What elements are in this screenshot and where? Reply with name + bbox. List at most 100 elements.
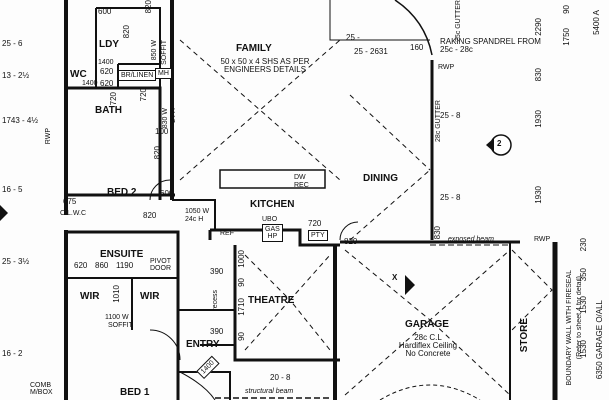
dim-1400b: 1400 xyxy=(98,59,114,66)
wall-kitchen xyxy=(210,228,340,247)
dim-830w: 830 W xyxy=(162,108,169,129)
room-bed1: BED 1 xyxy=(120,387,150,398)
note-shs: 50 x 50 x 4 SHS AS PER ENGINEERS DETAILS xyxy=(220,57,310,74)
dim-390b: 390 xyxy=(210,327,224,336)
right-830: 830 xyxy=(534,68,543,82)
family-bed2-divider xyxy=(172,199,216,230)
note-gutter-25c: 25c GUTTER xyxy=(455,0,462,43)
dim-1710: 1710 xyxy=(237,298,246,316)
room-ensuite: ENSUITE xyxy=(100,249,144,260)
note-structural-beam: structural beam xyxy=(245,388,294,395)
left-edge-marker xyxy=(0,205,8,221)
note-gutter-28c: 28c GUTTER xyxy=(435,100,442,143)
fixture-pivot-door: PIVOT DOOR xyxy=(150,258,172,272)
dim-1010: 1010 xyxy=(112,285,121,303)
note-exposed-beam: exposed beam xyxy=(448,236,494,243)
bed1-arc xyxy=(179,371,216,400)
dim-390a: 390 xyxy=(210,267,224,276)
fixture-manhole: MH xyxy=(155,68,172,79)
section-marker-arrow xyxy=(486,138,494,152)
room-dining: DINING xyxy=(363,173,398,184)
dim-820b: 820 xyxy=(122,25,131,39)
room-bath: BATH xyxy=(95,105,123,116)
right-90: 90 xyxy=(562,5,571,14)
room-family: FAMILY xyxy=(236,43,272,54)
right-1530a: 1530 xyxy=(579,296,588,314)
x-mark: X xyxy=(392,273,398,282)
rwp-1: RWP xyxy=(438,64,455,71)
dim-soffit-1: SOFFIT xyxy=(161,40,168,65)
room-theatre: THEATRE xyxy=(248,295,295,306)
note-garage-ceiling: 28c C.L Hardiflex Ceiling No Concrete xyxy=(398,333,458,358)
dim-620a: 620 xyxy=(100,67,114,76)
room-wir-2: WIR xyxy=(140,291,160,302)
dim-600a: 600 xyxy=(98,7,112,16)
dim-90b: 90 xyxy=(237,332,246,341)
room-wir-1: WIR xyxy=(80,291,100,302)
door-swing-bed2 xyxy=(149,179,171,201)
wall-ldy-top xyxy=(95,7,161,90)
fixture-clwc: C.L.W.C xyxy=(60,210,87,217)
dim-1400a: 1400 xyxy=(82,80,98,87)
rwp-2: RWP xyxy=(534,236,551,243)
dim-25a: 25 - xyxy=(346,33,360,42)
fixture-gas-hp: GAS HP xyxy=(262,224,283,242)
garage-door-arc xyxy=(379,384,481,400)
right-1750: 1750 xyxy=(562,28,571,46)
room-entry: ENTRY xyxy=(186,339,220,350)
dim-100: 100 xyxy=(155,127,169,136)
right-1530b: 1530 xyxy=(579,340,588,358)
dim-830c: 830 xyxy=(433,226,442,240)
wall-wir xyxy=(66,277,178,330)
dim-820d: 820 xyxy=(143,211,157,220)
fixture-rec: REC xyxy=(294,182,309,189)
dim-13-2: 13 - 2½ xyxy=(2,71,30,80)
dim-720b: 720 xyxy=(109,92,118,106)
dining-ceiling-diagonals xyxy=(349,94,431,241)
fixture-recess: recess xyxy=(212,290,219,311)
right-6350: 6350 GARAGE O/ALL xyxy=(595,300,604,380)
dim-1743: 1743 - 4½ xyxy=(2,116,39,125)
dim-90a: 90 xyxy=(237,278,246,287)
triangle-marker xyxy=(405,275,415,295)
dim-1100w: 1100 W xyxy=(105,314,129,321)
fixture-br-linen: BR/LINEN xyxy=(118,70,157,81)
rwp-3: RWP xyxy=(45,128,52,145)
dim-620c: 620 xyxy=(74,261,88,270)
dim-1190: 1190 xyxy=(116,261,134,270)
section-marker-label: 2 xyxy=(497,139,502,148)
dim-1000: 1000 xyxy=(237,250,246,268)
dim-16-5: 16 - 5 xyxy=(2,185,23,194)
store-ceiling-diagonals xyxy=(511,249,553,331)
room-kitchen: KITCHEN xyxy=(250,199,295,210)
right-350: 350 xyxy=(579,268,588,282)
dim-soffit-2: SOFFIT xyxy=(108,322,133,329)
note-boundary-wall: BOUNDARY WALL WITH FIRESEAL xyxy=(566,270,573,386)
dim-25-8a: 25 - 8 xyxy=(440,111,461,120)
dim-16-2: 16 - 2 xyxy=(2,349,23,358)
room-garage: GARAGE xyxy=(405,319,449,330)
door-swing-entry xyxy=(149,329,181,361)
fixture-ref: REF xyxy=(220,230,234,237)
room-bed2: BED 2 xyxy=(107,187,137,198)
dim-24h-2: 24c H xyxy=(185,216,204,223)
dim-25-3: 25 - 3½ xyxy=(2,257,30,266)
dim-860: 860 xyxy=(95,261,109,270)
raking-arc xyxy=(394,0,433,56)
right-2290: 2290 xyxy=(534,18,543,36)
note-comb-mbox: COMB M/BOX xyxy=(30,382,53,396)
door-swing-dining xyxy=(339,221,359,241)
dim-720a: 720 xyxy=(139,88,148,102)
wall-entry xyxy=(178,309,235,346)
right-5400: 5400 A xyxy=(592,10,601,35)
room-store: STORE xyxy=(519,318,530,353)
kitchen-island xyxy=(219,169,326,189)
dim-24h-1: 24 H xyxy=(170,108,177,123)
dim-675: 675 xyxy=(63,197,77,206)
theatre-ceiling-diagonals xyxy=(244,254,331,351)
dim-600b: 600 xyxy=(160,189,174,198)
garage-ceiling-diagonals xyxy=(344,249,511,396)
top-gutter-line xyxy=(329,0,430,41)
